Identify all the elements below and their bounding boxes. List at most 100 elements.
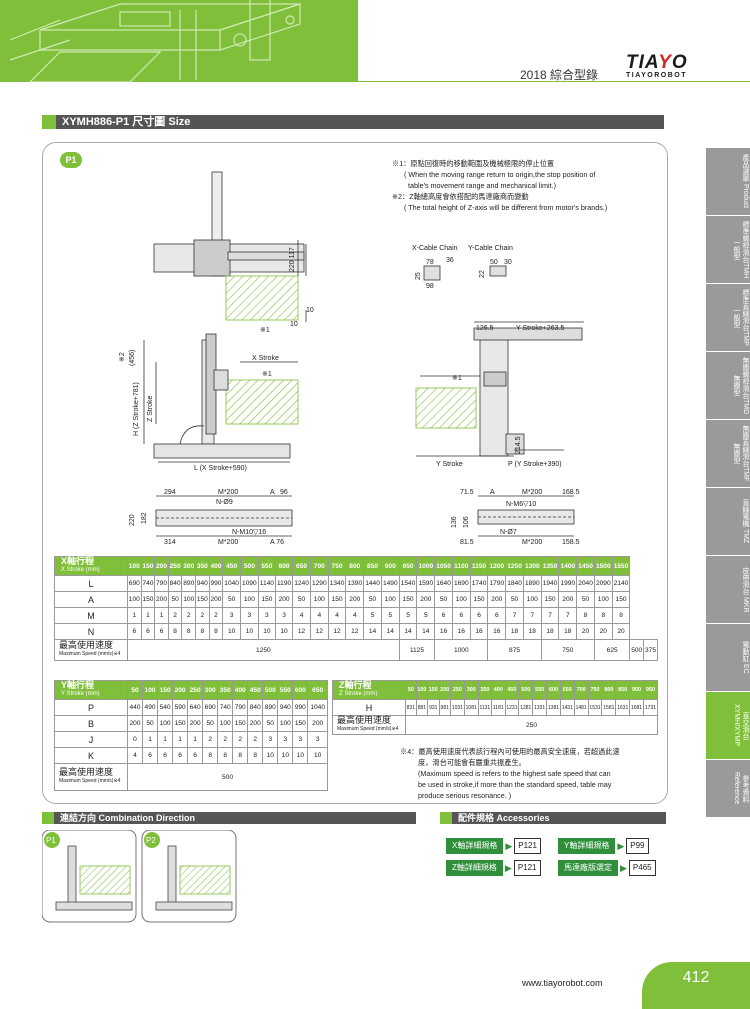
row-label: A bbox=[54, 591, 128, 608]
dim-10: 10 bbox=[290, 321, 298, 328]
dim-96: 96 bbox=[280, 489, 288, 496]
table-cell: 150 bbox=[398, 591, 418, 608]
table-cell: 1 bbox=[142, 731, 159, 748]
stroke-cell: 200 bbox=[172, 680, 189, 700]
table-cell: 890 bbox=[262, 699, 279, 716]
table-cell: 1340 bbox=[327, 575, 347, 592]
stroke-cell: 400 bbox=[232, 680, 249, 700]
table-cell: 890 bbox=[181, 575, 197, 592]
table-cell: 2 bbox=[217, 731, 234, 748]
table-cell: 18 bbox=[522, 623, 542, 640]
combination-bar bbox=[42, 812, 416, 824]
accessory-page: P465 bbox=[628, 860, 656, 876]
stroke-cell: 100 bbox=[127, 556, 142, 576]
table-cell: 2 bbox=[232, 731, 249, 748]
sidebar-tab[interactable]: 標準直線滑台TMP 一般型 bbox=[706, 284, 750, 352]
stroke-cell: 100 bbox=[415, 680, 429, 700]
header-machine-illustration bbox=[9, 0, 301, 82]
table-cell: 6 bbox=[469, 607, 489, 624]
table-cell: 6 bbox=[451, 607, 471, 624]
accessory-label: Z軸詳細規格 bbox=[446, 860, 503, 876]
sidebar-tab[interactable]: 無塵螺桿滑台TMD 無塵型 bbox=[706, 352, 750, 420]
accessory-y-link[interactable]: Y軸詳細規格 ▶ P99 bbox=[558, 838, 649, 854]
note-line: ( When the moving range return to origin… bbox=[404, 170, 596, 179]
sidebar-tab[interactable]: 直交滑台 XYMH/XYMP bbox=[706, 692, 750, 760]
table-cell: 840 bbox=[167, 575, 183, 592]
p1-combination-frame bbox=[42, 830, 137, 923]
table-cell: 8 bbox=[208, 623, 224, 640]
sidebar-tab[interactable]: 皮帶滑台 MKR bbox=[706, 556, 750, 624]
sidebar-tab[interactable]: 參考資料 Reference bbox=[706, 760, 750, 818]
table-cell: 1531 bbox=[587, 699, 603, 716]
speed-cell: 250 bbox=[405, 715, 658, 735]
sidebar-tab[interactable]: 產品選單 Product bbox=[706, 148, 750, 216]
table-cell: 790 bbox=[232, 699, 249, 716]
stroke-header-title: Z軸行程 bbox=[339, 680, 372, 690]
logo-sub: TIAYOROBOT bbox=[626, 72, 688, 79]
table-cell: 8 bbox=[195, 623, 210, 640]
sidebar-tab[interactable]: 無塵直線滑台TMF 無塵型 bbox=[706, 420, 750, 488]
speed-label-unit: Maximum Speed (mm/s)※4 bbox=[59, 651, 121, 657]
technical-drawing: 220 117 10 10 ※1 X Stroke ※1 (456) Z Str… bbox=[119, 171, 584, 546]
stroke-cell: 850 bbox=[363, 556, 382, 576]
footer-url[interactable]: www.tiayorobot.com bbox=[522, 978, 603, 988]
dim-nm10: N-M10▽16 bbox=[232, 529, 266, 536]
stroke-cell: 100 bbox=[142, 680, 159, 700]
cable-y-width: 50 bbox=[490, 259, 498, 266]
table-cell: 1590 bbox=[416, 575, 436, 592]
row-label: B bbox=[54, 715, 128, 732]
table-cell: 5 bbox=[398, 607, 418, 624]
note-line: table's movement range and mechanical li… bbox=[408, 181, 556, 190]
table-cell: 1640 bbox=[434, 575, 453, 592]
sidebar-tab[interactable]: 電動缸 EC bbox=[706, 624, 750, 692]
table-cell: 1 bbox=[187, 731, 204, 748]
table-cell: 18 bbox=[540, 623, 560, 640]
catalog-title: 2018 綜合型錄 bbox=[520, 68, 599, 82]
table-cell: 20 bbox=[611, 623, 631, 640]
dim-220-117: 220 117 bbox=[289, 247, 296, 272]
table-cell: 6 bbox=[154, 623, 169, 640]
accessory-label: X軸詳細規格 bbox=[446, 838, 504, 854]
table-cell: 50 bbox=[434, 591, 453, 608]
row-label: M bbox=[54, 607, 128, 624]
note-line: ※1：原點回復時的移動範圍及機械極限的停止位置 bbox=[392, 159, 555, 168]
speed-label-title: 最高使用速度 bbox=[337, 715, 392, 725]
sidebar-tab[interactable]: 直線電機 TMZ bbox=[706, 488, 750, 556]
table-cell: 1 bbox=[127, 607, 142, 624]
accessory-x-link[interactable]: X軸詳細規格 ▶ P121 bbox=[446, 838, 541, 854]
speed-cell: 375 bbox=[643, 639, 658, 661]
stroke-cell: 550 bbox=[532, 680, 548, 700]
stroke-cell: 350 bbox=[477, 680, 493, 700]
table-cell: 1040 bbox=[307, 699, 328, 716]
accessory-motor-link[interactable]: 馬達廠版選定 ▶ P465 bbox=[558, 860, 656, 876]
stroke-cell: 50 bbox=[126, 680, 144, 700]
speed-cell: 750 bbox=[540, 639, 595, 661]
table-cell: 1940 bbox=[540, 575, 560, 592]
table-cell: 18 bbox=[505, 623, 524, 640]
table-cell: 1031 bbox=[449, 699, 465, 716]
table-cell: 16 bbox=[451, 623, 471, 640]
table-cell: 12 bbox=[292, 623, 311, 640]
dim-456: (456) bbox=[129, 350, 136, 366]
table-cell: 14 bbox=[398, 623, 418, 640]
speed-cell: 1125 bbox=[398, 639, 436, 661]
table-cell: 10 bbox=[222, 623, 242, 640]
table-cell: 10 bbox=[262, 747, 279, 764]
stroke-cell: 900 bbox=[380, 556, 400, 576]
table-cell: 5 bbox=[380, 607, 400, 624]
sidebar-tab[interactable]: 標準螺桿滑台TMH 一般型 bbox=[706, 216, 750, 284]
table-cell: 1440 bbox=[363, 575, 382, 592]
stroke-cell: 300 bbox=[463, 680, 479, 700]
table-cell: 1540 bbox=[398, 575, 418, 592]
p1-combination-label: P1 bbox=[46, 836, 56, 845]
table-cell: 1990 bbox=[558, 575, 578, 592]
table-cell: 1231 bbox=[504, 699, 520, 716]
stroke-cell: 650 bbox=[292, 556, 311, 576]
note-line: ( The total height of Z-axis will be dif… bbox=[404, 203, 608, 212]
accessory-z-link[interactable]: Z軸詳細規格 ▶ P121 bbox=[446, 860, 541, 876]
dim-m200: M*200 bbox=[218, 539, 238, 546]
stroke-cell: 400 bbox=[491, 680, 506, 700]
